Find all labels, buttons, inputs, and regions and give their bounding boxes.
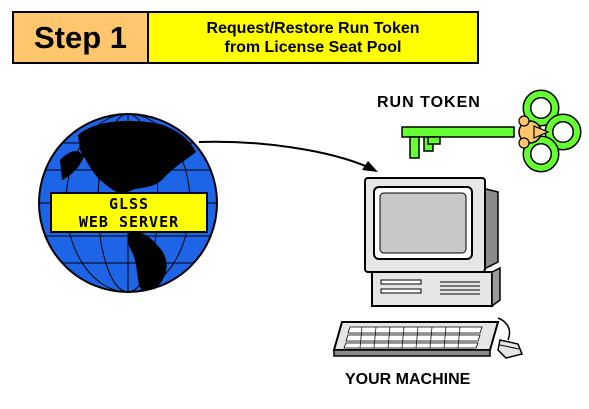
globe-icon xyxy=(38,113,218,293)
step-title: Request/Restore Run Token from License S… xyxy=(149,13,477,62)
computer-icon xyxy=(332,177,524,359)
step-title-line-1: Request/Restore Run Token xyxy=(206,19,420,37)
server-label-line-2: WEB SERVER xyxy=(78,212,180,231)
step-banner: Step 1 Request/Restore Run Token from Li… xyxy=(12,11,479,64)
server-label: GLSS WEB SERVER xyxy=(50,192,208,233)
machine-label: YOUR MACHINE xyxy=(345,371,471,388)
step-number: Step 1 xyxy=(14,13,149,62)
run-token-label: RUN TOKEN xyxy=(377,94,481,111)
request-arrow xyxy=(198,140,378,172)
server-label-line-1: GLSS xyxy=(108,194,150,213)
step-title-line-2: from License Seat Pool xyxy=(224,38,402,56)
key-icon xyxy=(401,89,582,173)
